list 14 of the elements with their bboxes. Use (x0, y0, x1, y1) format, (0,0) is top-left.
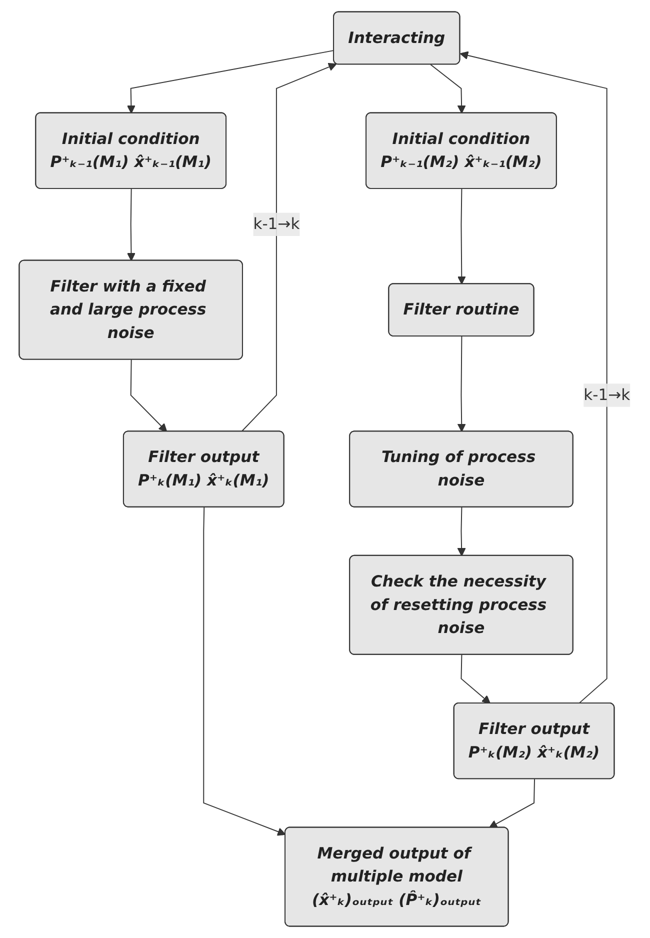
arrow (461, 654, 491, 704)
edge-label: k-1→k (584, 386, 630, 404)
arrow (460, 51, 608, 704)
arrow (241, 62, 338, 432)
arrow (430, 64, 466, 114)
arrow (489, 778, 536, 828)
edge-label: k-1→k (254, 214, 300, 234)
arrow (458, 506, 466, 556)
arrow (130, 359, 168, 432)
arrow (458, 188, 466, 284)
arrow (204, 506, 286, 836)
arrow (127, 50, 335, 114)
arrow (458, 336, 466, 432)
arrow (127, 188, 136, 262)
